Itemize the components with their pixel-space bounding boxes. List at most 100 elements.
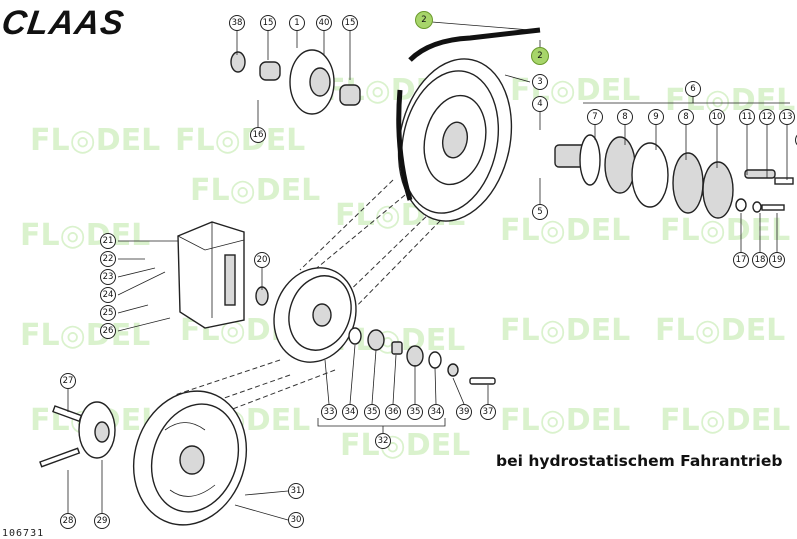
callout-number: 23: [103, 272, 114, 282]
callout-number: 27: [63, 376, 74, 386]
watermark-text: FL◎DEL: [190, 173, 320, 208]
drawing-number: 106731: [2, 528, 44, 539]
callout-number: 17: [736, 255, 747, 265]
watermark-text: FL◎DEL: [500, 313, 630, 348]
callout-5: 5: [533, 205, 548, 220]
callout-10: 10: [710, 110, 725, 125]
callout-number: 9: [653, 112, 658, 122]
callout-number: 3: [537, 77, 542, 87]
callout-number: 32: [378, 436, 389, 446]
callout-9: 9: [649, 110, 664, 125]
callout-11: 11: [740, 110, 755, 125]
callout-number: 34: [431, 407, 442, 417]
callout-number: 25: [103, 308, 114, 318]
callout-number: 10: [712, 112, 723, 122]
callout-20: 20: [255, 253, 270, 268]
callout-number: 2: [537, 51, 542, 61]
callout-number: 40: [319, 18, 330, 28]
callout-17: 17: [734, 253, 749, 268]
callout-34: 34: [429, 405, 444, 420]
callout-13: 13: [780, 110, 795, 125]
callout-number: 20: [257, 255, 268, 265]
callout-27: 27: [61, 374, 76, 389]
callout-number: 6: [690, 84, 695, 94]
callout-number: 21: [103, 236, 114, 246]
callout-number: 8: [622, 112, 627, 122]
callout-6: 6: [686, 82, 701, 97]
callout-36: 36: [386, 405, 401, 420]
callout-number: 26: [103, 326, 114, 336]
callout-number: 31: [291, 486, 302, 496]
bracket: [178, 222, 244, 328]
callout-35: 35: [408, 405, 423, 420]
callout-number: 35: [410, 407, 421, 417]
callout-15: 15: [343, 16, 358, 31]
callout-number: 2: [421, 15, 426, 25]
callout-number: 37: [483, 407, 494, 417]
callout-number: 5: [537, 207, 542, 217]
callout-8: 8: [618, 110, 633, 125]
callout-12: 12: [760, 110, 775, 125]
callout-3: 3: [533, 75, 548, 90]
callout-2: 2: [416, 12, 433, 29]
callout-38: 38: [230, 16, 245, 31]
callout-number: 28: [63, 516, 74, 526]
callout-23: 23: [101, 270, 116, 285]
watermark-text: FL◎DEL: [340, 428, 470, 463]
watermark-text: FL◎DEL: [30, 123, 160, 158]
callout-32: 32: [376, 434, 391, 449]
callout-22: 22: [101, 252, 116, 267]
callout-26: 26: [101, 324, 116, 339]
callout-number: 29: [97, 516, 108, 526]
watermark-text: FL◎DEL: [500, 213, 630, 248]
watermark-text: FL◎DEL: [500, 403, 630, 438]
callout-number: 30: [291, 515, 302, 525]
callout-number: 13: [782, 112, 793, 122]
watermark-text: FL◎DEL: [660, 403, 790, 438]
callout-1: 1: [290, 16, 305, 31]
diagram-caption: bei hydrostatischem Fahrantrieb: [496, 452, 782, 470]
callout-number: 36: [388, 407, 399, 417]
callout-number: 7: [592, 112, 597, 122]
callout-18: 18: [753, 253, 768, 268]
callout-number: 24: [103, 290, 114, 300]
callout-number: 15: [345, 18, 356, 28]
callout-number: 18: [755, 255, 766, 265]
callout-15: 15: [261, 16, 276, 31]
callout-number: 39: [459, 407, 470, 417]
callout-number: 16: [253, 130, 264, 140]
callout-number: 11: [742, 112, 753, 122]
callout-4: 4: [533, 97, 548, 112]
callout-25: 25: [101, 306, 116, 321]
callout-33: 33: [322, 405, 337, 420]
callout-number: 8: [683, 112, 688, 122]
hub-assembly: [555, 135, 793, 218]
callout-31: 31: [289, 484, 304, 499]
callout-2: 2: [532, 48, 549, 65]
callout-34: 34: [343, 405, 358, 420]
watermark-text: FL◎DEL: [20, 318, 150, 353]
callout-40: 40: [317, 16, 332, 31]
brand-logo: CLAAS: [0, 4, 127, 43]
callout-24: 24: [101, 288, 116, 303]
callout-28: 28: [61, 514, 76, 529]
callout-number: 35: [367, 407, 378, 417]
lower-pulley: [117, 376, 264, 538]
callout-35: 35: [365, 405, 380, 420]
callout-number: 1: [294, 18, 299, 28]
callout-39: 39: [457, 405, 472, 420]
callout-37: 37: [481, 405, 496, 420]
callout-number: 22: [103, 254, 114, 264]
callout-7: 7: [588, 110, 603, 125]
callout-number: 33: [324, 407, 335, 417]
callout-number: 19: [772, 255, 783, 265]
watermark-text: FL◎DEL: [660, 213, 790, 248]
callout-16: 16: [251, 128, 266, 143]
callout-number: 12: [762, 112, 773, 122]
callout-19: 19: [770, 253, 785, 268]
callout-number: 15: [263, 18, 274, 28]
callout-29: 29: [95, 514, 110, 529]
callout-8: 8: [679, 110, 694, 125]
callout-number: 38: [232, 18, 243, 28]
watermark-text: FL◎DEL: [20, 218, 150, 253]
